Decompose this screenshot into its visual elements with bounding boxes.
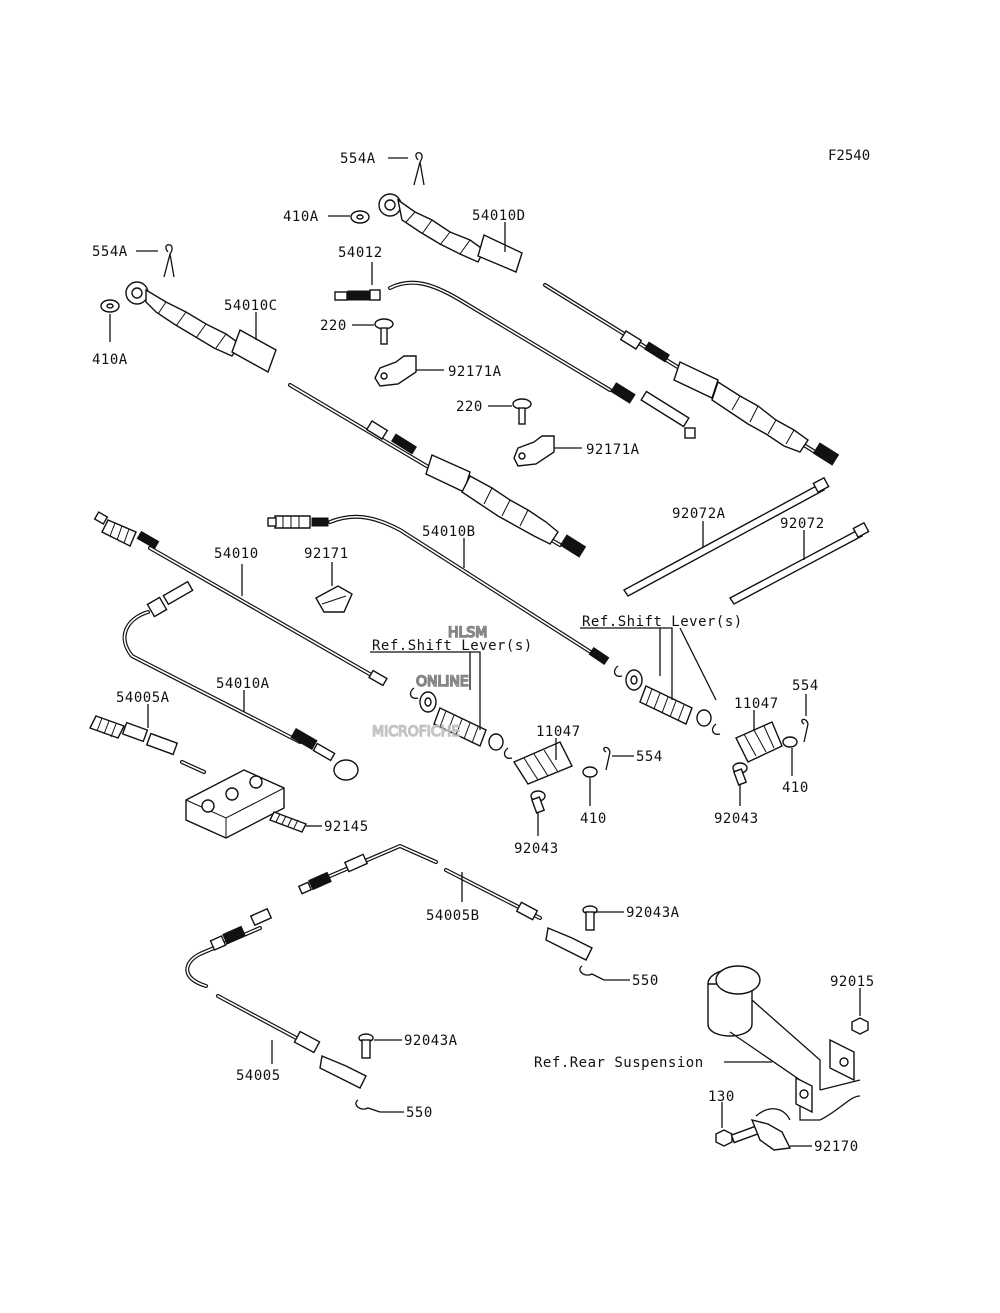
svg-text:54005A: 54005A <box>116 690 170 706</box>
svg-text:220: 220 <box>456 399 483 415</box>
cable-54010: 54010 <box>93 511 388 687</box>
svg-text:92171A: 92171A <box>586 442 640 458</box>
bolt-220-b: 220 <box>456 398 532 425</box>
svg-text:554: 554 <box>792 678 819 694</box>
svg-text:11047: 11047 <box>734 696 779 712</box>
svg-text:92043A: 92043A <box>404 1033 458 1049</box>
svg-text:554A: 554A <box>92 244 128 260</box>
cotter-550-b: 550 <box>355 1099 433 1121</box>
svg-text:92170: 92170 <box>814 1139 859 1155</box>
ref-rear-suspension: Ref.Rear Suspension <box>534 1055 772 1071</box>
washer-410A-left: 410A <box>92 299 128 368</box>
svg-text:410: 410 <box>580 811 607 827</box>
svg-text:92043: 92043 <box>714 811 759 827</box>
svg-text:92015: 92015 <box>830 974 875 990</box>
svg-text:54010C: 54010C <box>224 298 278 314</box>
clamp-92171A-b: 92171A <box>513 435 640 467</box>
svg-text:HLSM: HLSM <box>448 625 487 641</box>
svg-text:54010B: 54010B <box>422 524 476 540</box>
pin-92170: 92170 <box>750 1108 859 1155</box>
svg-text:11047: 11047 <box>536 724 581 740</box>
cable-54005A: 54005A <box>89 690 206 774</box>
cable-tie-92072A: 92072A <box>622 476 830 597</box>
svg-text:550: 550 <box>406 1105 433 1121</box>
clamp-92171A-a: 92171A <box>374 355 502 387</box>
svg-text:410: 410 <box>782 780 809 796</box>
pin-92043-b: 92043 <box>714 762 759 827</box>
washer-410A-top: 410A <box>283 209 370 225</box>
cotter-550-a: 550 <box>579 965 659 989</box>
svg-text:92171A: 92171A <box>448 364 502 380</box>
svg-text:Ref.Shift Lever(s): Ref.Shift Lever(s) <box>582 614 743 630</box>
clip-554A-left: 554A <box>92 244 175 278</box>
bolt-130: 130 <box>708 1089 762 1147</box>
svg-text:220: 220 <box>320 318 347 334</box>
cable-54005B: 54005B <box>297 843 593 961</box>
svg-text:ONLINE: ONLINE <box>416 674 469 690</box>
cable-54010C <box>125 281 587 558</box>
svg-text:54005: 54005 <box>236 1068 281 1084</box>
cable-54010D <box>378 193 840 466</box>
svg-text:92145: 92145 <box>324 819 369 835</box>
label-11047-b: 11047 <box>734 696 779 730</box>
label-54010C: 54010C <box>224 298 278 340</box>
svg-text:54010: 54010 <box>214 546 259 562</box>
bracket-block <box>185 769 285 839</box>
svg-text:92043: 92043 <box>514 841 559 857</box>
shift-lever-right: Ref.Shift Lever(s) <box>580 614 783 763</box>
cable-54012: 54012 <box>334 245 696 439</box>
svg-text:130: 130 <box>708 1089 735 1105</box>
pin-92043A-b: 92043A <box>358 1033 458 1059</box>
svg-text:92072: 92072 <box>780 516 825 532</box>
cable-tie-92072: 92072 <box>728 516 870 605</box>
svg-text:54012: 54012 <box>338 245 383 261</box>
label-54010D: 54010D <box>472 208 526 252</box>
rear-suspension-bracket <box>707 965 861 1121</box>
svg-text:92171: 92171 <box>304 546 349 562</box>
spring-92145: 92145 <box>269 811 369 835</box>
svg-text:54010D: 54010D <box>472 208 526 224</box>
svg-text:92043A: 92043A <box>626 905 680 921</box>
diagram-code: F2540 <box>828 148 870 164</box>
cable-54010B: 54010B <box>267 514 610 666</box>
cable-54005: 54005 <box>185 907 367 1089</box>
washer-410-b: 410 <box>782 736 809 796</box>
clip-92171: 92171 <box>304 546 353 613</box>
washer-410-a: 410 <box>580 766 607 827</box>
label-11047-a: 11047 <box>536 724 581 760</box>
svg-text:554: 554 <box>636 749 663 765</box>
svg-text:550: 550 <box>632 973 659 989</box>
watermark: HLSM ONLINE MICROFICHE <box>371 624 488 741</box>
clip-554-b: 554 <box>792 678 819 743</box>
shift-lever-left: Ref.Shift Lever(s) <box>370 638 573 785</box>
svg-text:410A: 410A <box>92 352 128 368</box>
pin-92043A-a: 92043A <box>582 905 680 931</box>
svg-text:54005B: 54005B <box>426 908 480 924</box>
svg-text:MICROFICHE: MICROFICHE <box>372 724 460 740</box>
nut-92015: 92015 <box>830 974 875 1035</box>
svg-text:Ref.Rear Suspension: Ref.Rear Suspension <box>534 1055 704 1071</box>
bolt-220-a: 220 <box>320 318 394 345</box>
pin-92043-a: 92043 <box>514 790 559 857</box>
svg-text:554A: 554A <box>340 151 376 167</box>
cable-54010A: 54010A <box>122 580 359 781</box>
clip-554-a: 554 <box>603 746 663 771</box>
svg-text:92072A: 92072A <box>672 506 726 522</box>
clip-554A-top: 554A <box>340 151 425 186</box>
svg-text:410A: 410A <box>283 209 319 225</box>
svg-text:54010A: 54010A <box>216 676 270 692</box>
svg-text:Ref.Shift Lever(s): Ref.Shift Lever(s) <box>372 638 533 654</box>
